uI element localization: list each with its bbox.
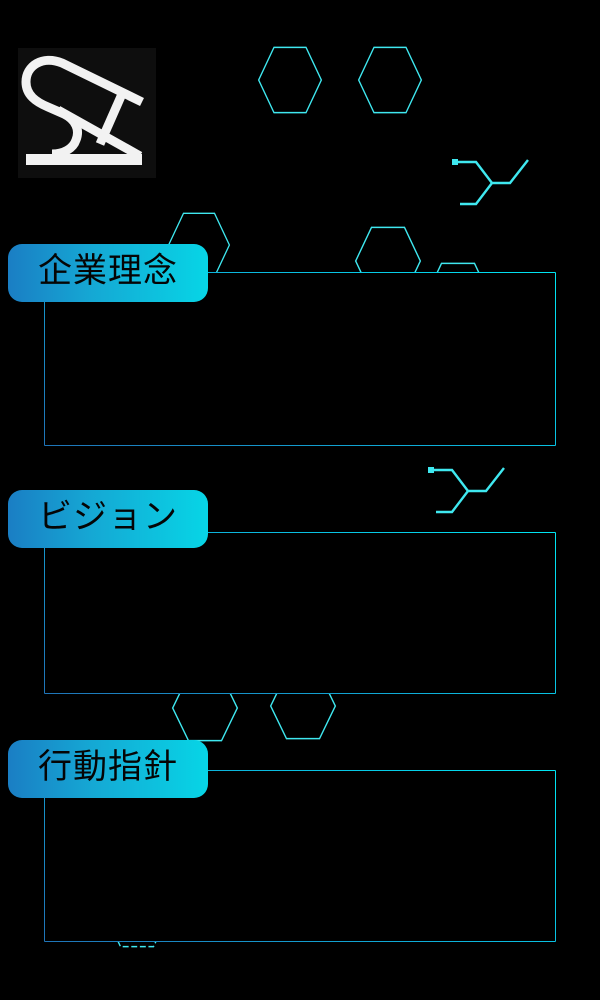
badge-label: ビジョン — [38, 496, 178, 537]
hexagon-decor-2 — [357, 46, 423, 114]
circuit-trace-middle — [428, 464, 512, 516]
badge-label: 行動指針 — [38, 746, 178, 787]
content-frame-vision — [44, 532, 556, 694]
badge-vision[interactable]: ビジョン — [8, 490, 208, 548]
badge-corporate-philosophy[interactable]: 企業理念 — [8, 244, 208, 302]
badge-label: 企業理念 — [38, 250, 178, 291]
content-frame-action-guidelines — [44, 770, 556, 942]
circuit-trace-top — [452, 156, 536, 208]
company-logo-mark[interactable] — [18, 48, 156, 178]
hexagon-decor-1 — [257, 46, 323, 114]
badge-action-guidelines[interactable]: 行動指針 — [8, 740, 208, 798]
